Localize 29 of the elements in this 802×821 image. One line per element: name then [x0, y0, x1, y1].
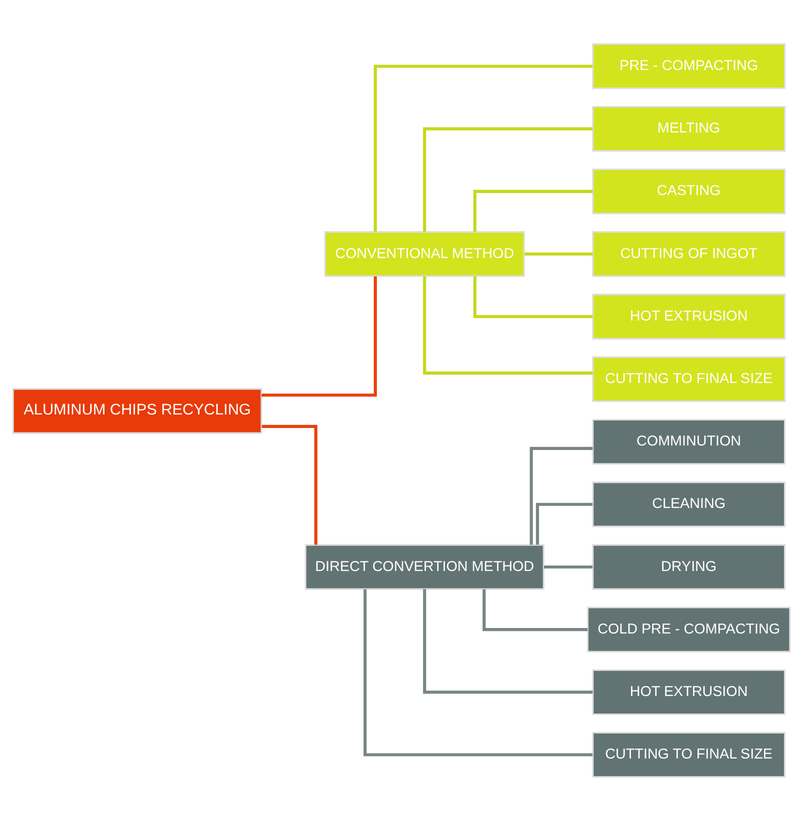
node-box: ALUMINUM CHIPS RECYCLING	[12, 388, 262, 434]
connector	[261, 276, 376, 397]
node-box: COLD PRE - COMPACTING	[586, 606, 790, 652]
connector	[422, 589, 592, 694]
connector	[422, 276, 592, 375]
connector	[261, 424, 317, 545]
node-box: HOT EXTRUSION	[592, 669, 786, 715]
connector	[543, 565, 592, 569]
node-box: COMMINUTION	[592, 418, 786, 465]
node-box: CONVENTIONAL METHOD	[324, 231, 524, 277]
node-box: CUTTING TO FINAL SIZE	[592, 356, 786, 402]
node-box: CLEANING	[592, 482, 786, 528]
connector	[482, 589, 588, 632]
node-box: MELTING	[592, 106, 786, 152]
node-box: CUTTING TO FINAL SIZE	[592, 732, 786, 778]
node-box: HOT EXTRUSION	[592, 294, 786, 340]
node-box: CASTING	[592, 168, 786, 214]
node-box: DIRECT CONVERTION METHOD	[304, 544, 544, 590]
connector	[535, 502, 592, 545]
connector	[422, 127, 592, 232]
node-box: DRYING	[592, 544, 786, 590]
connector	[524, 252, 592, 256]
connector	[472, 190, 592, 232]
connector	[363, 589, 592, 756]
connector	[373, 64, 592, 232]
connector	[529, 446, 592, 545]
node-box: CUTTING OF INGOT	[592, 231, 786, 277]
connector	[472, 276, 592, 318]
node-box: PRE - COMPACTING	[592, 43, 786, 90]
